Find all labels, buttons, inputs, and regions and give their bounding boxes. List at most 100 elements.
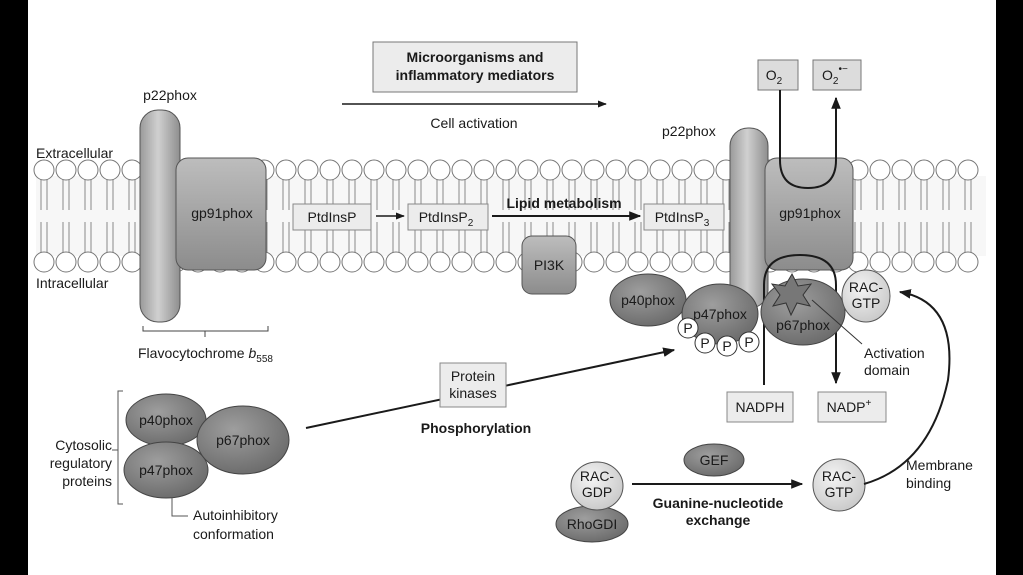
rac-gtp-free-line1: RAC- — [822, 468, 857, 484]
activation-domain-line1: Activation — [864, 345, 925, 361]
lipid-head-outer — [517, 159, 539, 181]
ptdinsp2-label: PtdInsP2 — [419, 209, 474, 229]
lipid-head-inner — [693, 251, 715, 273]
lipid-head-outer — [275, 159, 297, 181]
lipid-head-inner — [913, 251, 935, 273]
rac-gdp-line1: RAC- — [580, 468, 615, 484]
lipid-head-inner — [121, 251, 143, 273]
lipid-head-outer — [99, 159, 121, 181]
lipid-head-inner — [957, 251, 979, 273]
phosphate-2-label: P — [700, 335, 709, 351]
lipid-head-inner — [275, 251, 297, 273]
gef-label: GEF — [700, 452, 729, 468]
lipid-head-inner — [869, 251, 891, 273]
membrane-binding-line2: binding — [906, 475, 951, 491]
lipid-head-inner — [55, 251, 77, 273]
protein-kinases-box — [439, 362, 507, 408]
p22phox-right-label: p22phox — [662, 123, 716, 139]
lipid-metabolism-label: Lipid metabolism — [506, 195, 621, 211]
extracellular-label: Extracellular — [36, 145, 113, 161]
activation-domain-star — [770, 272, 813, 317]
lipid-head-inner — [407, 251, 429, 273]
lipid-head-inner — [891, 251, 913, 273]
lipid-head-inner — [649, 251, 671, 273]
superoxide-label: O2•− — [822, 64, 848, 87]
lipid-head-inner — [451, 251, 473, 273]
lipid-head-inner — [33, 251, 55, 273]
nadph-oxidation-loop — [763, 253, 841, 385]
autoinhibitory-pointer — [171, 497, 188, 517]
rac-gdp — [570, 461, 624, 511]
rac-gtp-active-line2: GTP — [852, 295, 881, 311]
lipid-head-inner — [319, 251, 341, 273]
gp91phox-left-block — [175, 157, 267, 271]
o2-box — [757, 59, 799, 91]
cytosolic-label-line2: regulatory — [50, 455, 112, 471]
rac-gdp-line2: GDP — [582, 484, 612, 500]
nadp-box — [817, 391, 887, 423]
lipid-head-outer — [869, 159, 891, 181]
ptdinsp2-box — [407, 203, 489, 231]
p47phox-active-label: p47phox — [693, 306, 747, 322]
lipid-head-outer — [649, 159, 671, 181]
phosphate-1 — [677, 317, 699, 339]
nadp-label: NADP+ — [827, 398, 872, 415]
p67phox-cytosolic-label: p67phox — [216, 432, 270, 448]
lipid-head-outer — [319, 159, 341, 181]
oxygen-reduction-loop — [779, 90, 841, 190]
rhogdi-label: RhoGDI — [567, 516, 618, 532]
rac-gtp-free-line2: GTP — [825, 484, 854, 500]
p47phox-cytosolic — [123, 441, 209, 499]
guanine-line2: exchange — [686, 512, 751, 528]
lipid-head-inner — [935, 251, 957, 273]
lipid-head-outer — [33, 159, 55, 181]
rac-gtp-free — [812, 458, 866, 512]
cytosolic-bracket — [117, 390, 123, 505]
o2-label: O2 — [766, 67, 783, 87]
nadph-label: NADPH — [735, 399, 784, 415]
lipid-head-inner — [297, 251, 319, 273]
pi3k-label: PI3K — [534, 257, 565, 273]
lipid-head-outer — [341, 159, 363, 181]
phosphate-4-label: P — [744, 334, 753, 350]
ptdinsp-label: PtdInsP — [307, 209, 356, 225]
lipid-head-inner — [99, 251, 121, 273]
lipid-head-inner — [671, 251, 693, 273]
p40phox-active-label: p40phox — [621, 292, 675, 308]
lipid-head-outer — [363, 159, 385, 181]
p22phox-left-label: p22phox — [143, 87, 197, 103]
rac-gtp-active-line1: RAC- — [849, 279, 884, 295]
lipid-head-inner — [627, 251, 649, 273]
stimulus-box — [372, 41, 578, 93]
cytosolic-label-line3: proteins — [62, 473, 112, 489]
p67phox-active-label: p67phox — [776, 317, 830, 333]
lipid-head-outer — [77, 159, 99, 181]
lipid-head-outer — [55, 159, 77, 181]
activation-domain-line2: domain — [864, 362, 910, 378]
lipid-head-outer — [913, 159, 935, 181]
lipid-head-outer — [605, 159, 627, 181]
lipid-head-outer — [891, 159, 913, 181]
phosphate-4 — [738, 331, 760, 353]
lipid-head-inner — [385, 251, 407, 273]
ptdinsp3-box — [643, 203, 725, 231]
gp91phox-left-label: gp91phox — [191, 205, 253, 221]
activation-domain-pointer — [811, 299, 863, 345]
ptdinsp-box — [292, 203, 372, 231]
active-oxidase-complex: p40phox p47phox p67phox RAC- GTP P P P P — [609, 269, 891, 357]
cell-activation-label: Cell activation — [430, 115, 517, 131]
lipid-head-outer — [451, 159, 473, 181]
phosphorylation-label: Phosphorylation — [421, 420, 531, 436]
p22phox-left-cylinder — [139, 109, 181, 323]
gef — [683, 443, 745, 477]
flavocytochrome-label: Flavocytochrome b558 — [138, 345, 273, 365]
phosphate-2 — [694, 332, 716, 354]
lipid-head-inner — [77, 251, 99, 273]
lipid-head-outer — [385, 159, 407, 181]
protein-kinases-line1: Protein — [451, 368, 495, 384]
phosphate-1-label: P — [683, 320, 692, 336]
lipid-head-outer — [627, 159, 649, 181]
lipid-head-outer — [671, 159, 693, 181]
p47phox-cytosolic-label: p47phox — [139, 462, 193, 478]
protein-kinases-line2: kinases — [449, 385, 496, 401]
